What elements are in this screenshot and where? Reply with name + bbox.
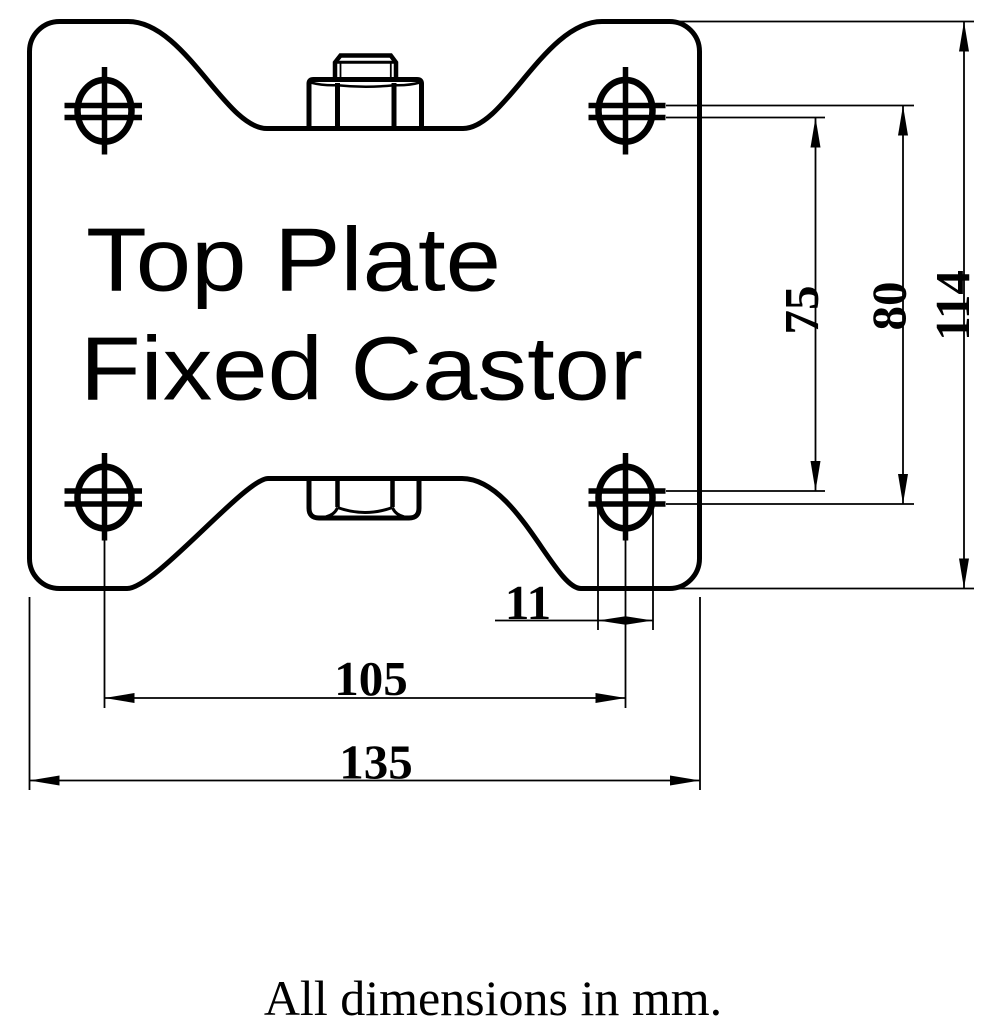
svg-text:All dimensions in mm.: All dimensions in mm. xyxy=(264,970,722,1024)
svg-text:Top Plate: Top Plate xyxy=(86,211,501,311)
svg-text:11: 11 xyxy=(505,575,551,630)
svg-text:75: 75 xyxy=(774,286,829,335)
svg-text:114: 114 xyxy=(925,270,980,341)
svg-text:Fixed Castor: Fixed Castor xyxy=(80,320,643,420)
svg-text:105: 105 xyxy=(334,651,408,706)
svg-text:80: 80 xyxy=(862,282,917,331)
svg-text:135: 135 xyxy=(339,735,413,790)
